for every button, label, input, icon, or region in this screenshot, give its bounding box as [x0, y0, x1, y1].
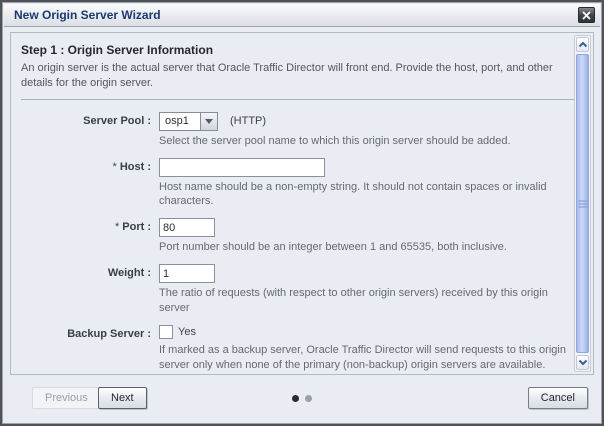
weight-row: Weight : The ratio of requests (with res…	[21, 264, 579, 316]
vertical-scrollbar[interactable]	[574, 35, 591, 372]
step-heading: Step 1 : Origin Server Information	[21, 43, 214, 57]
backup-server-help: If marked as a backup server, Oracle Tra…	[159, 343, 566, 371]
required-marker: *	[114, 221, 120, 234]
port-row: *Port : Port number should be an integer…	[21, 218, 579, 255]
step-dot-active	[292, 395, 299, 402]
backup-server-label: Backup Server :	[67, 327, 151, 340]
weight-input[interactable]	[159, 264, 215, 284]
dropdown-arrow-button[interactable]	[200, 112, 217, 130]
dialog-title: New Origin Server Wizard	[14, 8, 161, 22]
backup-server-checkbox-label: Yes	[178, 326, 196, 339]
close-icon	[582, 10, 591, 20]
scrollbar-thumb[interactable]	[576, 54, 589, 353]
previous-button[interactable]: Previous	[32, 387, 101, 409]
origin-server-form: Server Pool : osp1 (HTTP) Select the ser…	[21, 111, 579, 373]
weight-label: Weight :	[107, 267, 151, 280]
wizard-footer: Previous Next Cancel	[4, 376, 600, 422]
host-input[interactable]	[159, 157, 325, 177]
scroll-down-button[interactable]	[576, 355, 589, 370]
step-description: An origin server is the actual server th…	[21, 62, 553, 90]
wizard-step-dots	[292, 395, 312, 402]
host-label: *Host :	[112, 160, 151, 173]
heading-divider	[21, 98, 579, 100]
server-pool-help: Select the server pool name to which thi…	[159, 134, 511, 147]
chevron-down-icon	[205, 118, 213, 124]
host-help: Host name should be a non-empty string. …	[159, 180, 547, 208]
scrollbar-grip-icon	[578, 198, 587, 209]
server-pool-row: Server Pool : osp1 (HTTP) Select the ser…	[21, 111, 579, 149]
server-pool-label: Server Pool :	[83, 114, 151, 127]
host-row: *Host : Host name should be a non-empty …	[21, 157, 579, 210]
dialog-titlebar: New Origin Server Wizard	[4, 4, 600, 27]
weight-help: The ratio of requests (with respect to o…	[159, 287, 548, 314]
close-button[interactable]	[578, 7, 595, 23]
server-pool-protocol: (HTTP)	[230, 115, 267, 128]
server-pool-dropdown[interactable]: osp1	[159, 111, 218, 131]
backup-server-row: Backup Server : Yes If marked as a backu…	[21, 325, 579, 373]
required-marker: *	[112, 160, 117, 173]
wizard-step-panel: Step 1 : Origin Server Information An or…	[10, 32, 594, 375]
scroll-up-button[interactable]	[576, 37, 589, 52]
step-dot-inactive	[305, 395, 312, 402]
chevron-up-icon	[578, 41, 587, 48]
chevron-down-icon	[578, 359, 587, 366]
port-help: Port number should be an integer between…	[159, 241, 507, 254]
backup-server-checkbox[interactable]	[159, 325, 173, 340]
next-button[interactable]: Next	[98, 387, 147, 409]
server-pool-selected-value: osp1	[165, 114, 189, 127]
port-label: *Port :	[114, 221, 151, 234]
cancel-button[interactable]: Cancel	[527, 387, 588, 409]
port-input[interactable]	[159, 218, 215, 238]
